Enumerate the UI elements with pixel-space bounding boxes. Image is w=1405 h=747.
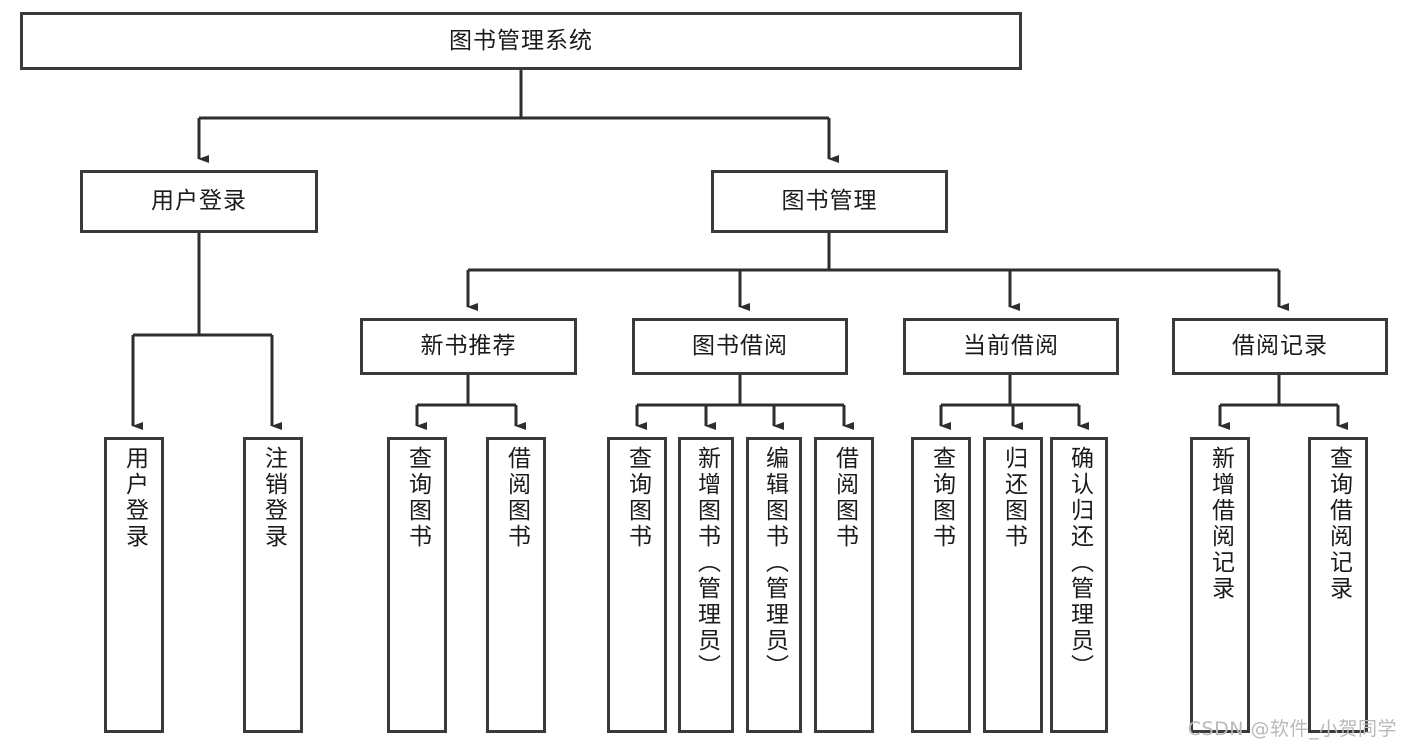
node-leaf-leaf-borrow-book-1[interactable]: 借阅图书 <box>486 437 546 733</box>
node-label: 新增图书（管理员） <box>693 446 720 680</box>
csdn-watermark: CSDN @软件_小贺同学 <box>1187 718 1397 740</box>
node-leaf-leaf-query-book-3[interactable]: 查询图书 <box>911 437 971 733</box>
node-level1-user-login[interactable]: 用户登录 <box>80 170 318 233</box>
node-label: 新增借阅记录 <box>1207 446 1234 602</box>
node-level2-new-book-recommend[interactable]: 新书推荐 <box>360 318 577 375</box>
node-label: 借阅图书 <box>503 446 530 550</box>
node-label: 借阅记录 <box>1232 333 1328 360</box>
node-level2-book-borrow[interactable]: 图书借阅 <box>632 318 848 375</box>
node-level2-borrow-record[interactable]: 借阅记录 <box>1172 318 1388 375</box>
node-label: 新书推荐 <box>420 333 517 360</box>
node-leaf-leaf-query-book-2[interactable]: 查询图书 <box>607 437 667 733</box>
node-leaf-leaf-query-record[interactable]: 查询借阅记录 <box>1308 437 1368 733</box>
node-label: 图书管理 <box>781 188 878 215</box>
node-level2-current-borrow[interactable]: 当前借阅 <box>903 318 1119 375</box>
node-leaf-leaf-query-book-1[interactable]: 查询图书 <box>387 437 447 733</box>
node-root-root[interactable]: 图书管理系统 <box>20 12 1022 70</box>
node-leaf-leaf-user-login[interactable]: 用户登录 <box>104 437 164 733</box>
node-leaf-leaf-return-book[interactable]: 归还图书 <box>983 437 1043 733</box>
node-label: 确认归还（管理员） <box>1066 446 1093 680</box>
node-label: 当前借阅 <box>963 333 1059 360</box>
node-label: 借阅图书 <box>831 446 858 550</box>
node-level1-book-manage[interactable]: 图书管理 <box>711 170 948 233</box>
node-leaf-leaf-confirm-return[interactable]: 确认归还（管理员） <box>1050 437 1108 733</box>
node-leaf-leaf-edit-book[interactable]: 编辑图书（管理员） <box>746 437 802 733</box>
node-label: 图书管理系统 <box>449 27 593 54</box>
node-leaf-leaf-add-book[interactable]: 新增图书（管理员） <box>678 437 734 733</box>
node-leaf-leaf-add-record[interactable]: 新增借阅记录 <box>1190 437 1250 733</box>
node-label: 用户登录 <box>121 446 148 550</box>
node-leaf-leaf-logout[interactable]: 注销登录 <box>243 437 303 733</box>
node-label: 查询图书 <box>404 446 431 550</box>
node-label: 图书借阅 <box>692 333 788 360</box>
node-leaf-leaf-borrow-book-2[interactable]: 借阅图书 <box>814 437 874 733</box>
node-label: 用户登录 <box>151 188 247 215</box>
node-label: 归还图书 <box>1000 446 1027 550</box>
node-label: 查询借阅记录 <box>1325 446 1352 602</box>
node-label: 注销登录 <box>260 446 287 550</box>
node-label: 查询图书 <box>624 446 651 550</box>
node-label: 编辑图书（管理员） <box>761 446 788 680</box>
node-label: 查询图书 <box>928 446 955 550</box>
